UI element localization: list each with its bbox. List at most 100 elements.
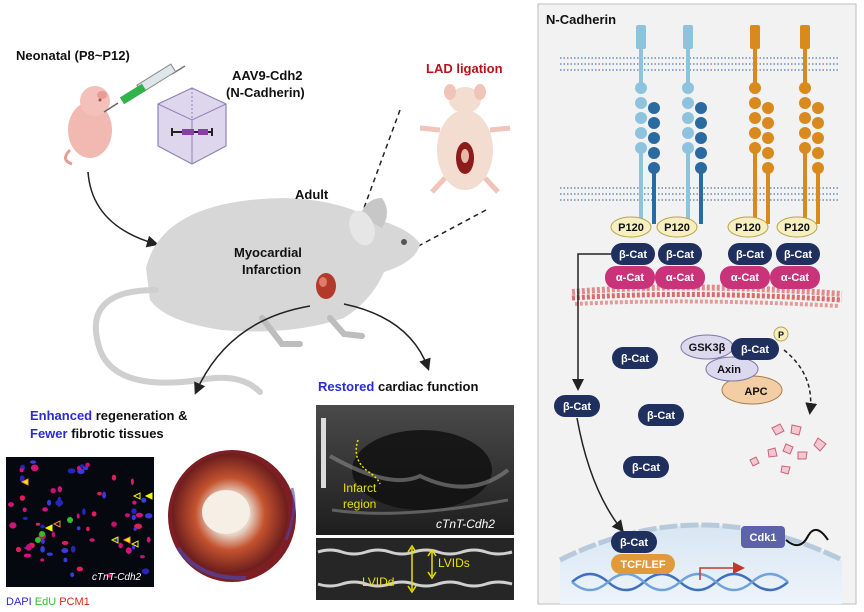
nucleus-speck <box>25 544 32 551</box>
adult-label: Adult <box>295 187 329 202</box>
free-beta-cat-label-3: β-Cat <box>632 462 660 474</box>
n-cadherin-title: N-Cadherin <box>546 12 616 27</box>
restored-function-label: Restored cardiac function <box>318 379 478 394</box>
nucleus-speck <box>141 568 150 575</box>
top-membrane <box>560 57 840 71</box>
restored-word: Restored <box>318 379 374 394</box>
nucleus-speck <box>63 557 68 563</box>
p120-label-4: P120 <box>784 222 810 234</box>
nuclear-translocation-arrow <box>576 417 624 533</box>
infarct-label-line1: Infarct <box>343 481 377 495</box>
nucleus-speck <box>86 526 90 532</box>
membrane-beta-cat-label-1: β-Cat <box>619 249 647 261</box>
nucleus-speck <box>19 475 25 483</box>
dna-helix <box>571 572 789 592</box>
nucleus-speck <box>9 522 17 529</box>
lvidd-label: LVIDd <box>362 575 394 589</box>
nucleus-speck <box>76 566 84 572</box>
arrowhead-marker <box>110 536 119 544</box>
nucleus-speck <box>141 497 147 503</box>
nucleus-speck <box>130 478 134 485</box>
stain-legend: DAPI EdU PCM1 <box>6 596 90 608</box>
nucleus-speck <box>118 542 123 549</box>
echo-caption: cTnT-Cdh2 <box>436 517 495 531</box>
infarct-label-line2: region <box>343 497 376 511</box>
p120-label-3: P120 <box>735 222 761 234</box>
mi-label-line1: Myocardial <box>234 245 302 260</box>
development-arrow <box>87 171 159 248</box>
micro-caption: cTnT-Cdh2 <box>92 572 142 583</box>
nucleus-speck <box>102 491 106 499</box>
alpha-catenin <box>605 266 820 289</box>
nucleus-speck <box>55 499 64 506</box>
nucleus-speck <box>67 468 76 474</box>
stain-dapi: DAPI <box>6 596 32 608</box>
gsk3b-label: GSK3β <box>689 342 726 354</box>
nucleus-speck <box>29 460 37 464</box>
p120-complex <box>610 216 818 238</box>
edu-positive-nucleus <box>39 531 45 537</box>
nucleus-speck <box>131 545 136 550</box>
axin-label: Axin <box>717 364 741 376</box>
microscopy-cells <box>8 460 153 578</box>
lvids-marker <box>427 548 437 580</box>
p120-label-1: P120 <box>618 222 644 234</box>
nucleus-speck <box>35 522 41 526</box>
membrane-beta-cat-label-4: β-Cat <box>784 249 812 261</box>
infarct-outline <box>355 439 381 485</box>
aav-capsid <box>157 87 227 165</box>
neonatal-label: Neonatal (P8~P12) <box>16 48 130 63</box>
phospho-label: P <box>778 330 784 340</box>
free-beta-cat-label-4: β-Cat <box>563 401 591 413</box>
alpha-cat-label-1: α-Cat <box>616 272 644 284</box>
tcf-lef-label: TCF/LEF <box>620 559 665 571</box>
free-beta-cat-label-1: β-Cat <box>621 353 649 365</box>
fewer-fibrotic-label: Fewer fibrotic tissues <box>30 426 164 441</box>
echo-scale-bar <box>321 418 326 488</box>
nucleus-speck <box>22 516 28 520</box>
nucleus-speck <box>76 513 80 519</box>
nucleus-speck <box>50 488 56 494</box>
nucleus-speck <box>135 512 144 518</box>
stain-edu: EdU <box>35 596 56 608</box>
lad-ligation-label: LAD ligation <box>426 61 503 76</box>
nucleus-speck <box>15 546 22 553</box>
nucleus-speck <box>57 486 62 493</box>
aav-label-line1: AAV9-Cdh2 <box>232 68 303 83</box>
nucleus-speck <box>106 573 113 578</box>
adult-mouse <box>92 198 420 395</box>
free-beta-catenin <box>554 347 684 478</box>
nucleus-speck <box>40 546 45 553</box>
nucleus-speck <box>19 468 24 473</box>
destruction-complex <box>680 326 789 405</box>
nucleus-speck <box>19 495 25 501</box>
mrna-squiggle <box>785 529 829 547</box>
nuclear-beta-cat-label: β-Cat <box>620 537 648 549</box>
nucleus-speck <box>133 527 137 531</box>
nucleus-speck <box>85 462 90 467</box>
release-arrow <box>572 253 611 391</box>
transcription-arrow <box>699 562 745 580</box>
edu-positive-nucleus <box>35 537 41 543</box>
nucleus-speck <box>89 538 95 542</box>
nucleus-speck <box>30 464 39 472</box>
membrane-beta-cat-label-3: β-Cat <box>736 249 764 261</box>
lvids-label: LVIDs <box>438 556 470 570</box>
regeneration-arrow <box>194 305 311 395</box>
cadherin-light-1 <box>635 25 660 224</box>
nucleus-speck <box>91 511 97 517</box>
nucleus-speck <box>125 547 132 554</box>
nucleus-speck <box>111 521 117 527</box>
alpha-cat-label-2: α-Cat <box>666 272 694 284</box>
cdk1-label: Cdk1 <box>750 532 777 544</box>
nucleus-speck <box>61 548 69 554</box>
nucleus-speck <box>23 553 32 558</box>
mi-label-line2: Infarction <box>242 262 301 277</box>
nucleus-speck <box>70 572 75 578</box>
nuclear-envelope <box>558 522 844 563</box>
nucleus-speck <box>82 466 89 471</box>
nucleus-speck <box>132 500 137 505</box>
nucleus-speck <box>131 514 136 521</box>
arrowhead-marker <box>44 524 53 532</box>
